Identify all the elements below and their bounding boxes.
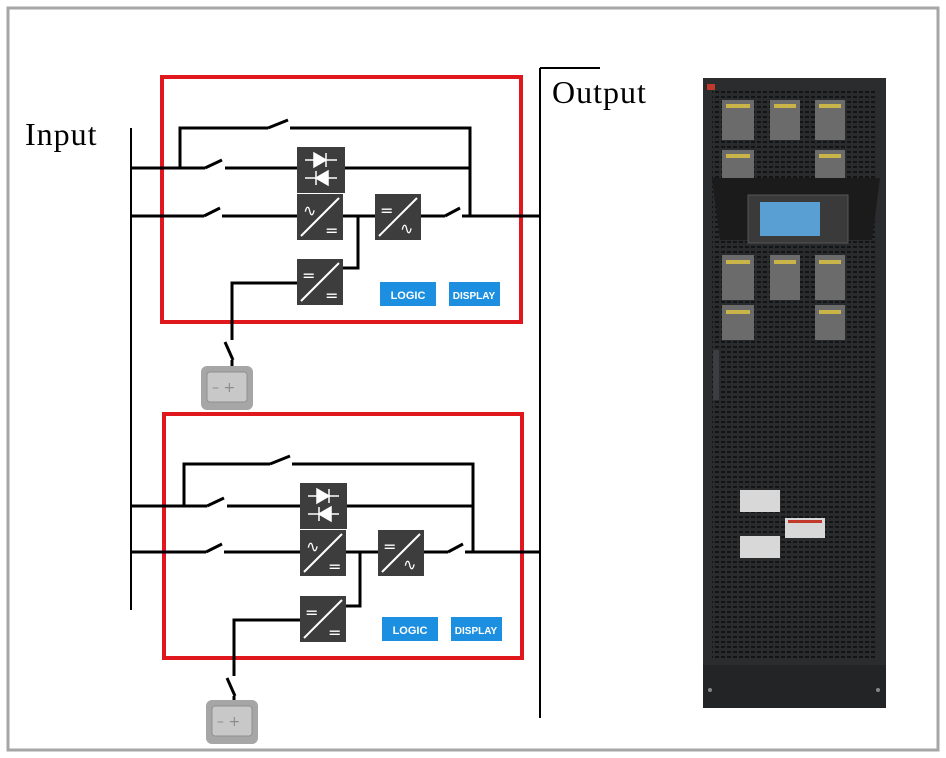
svg-text:=: = — [328, 557, 341, 576]
static-switch-icon — [300, 483, 347, 529]
inverter-icon: = ∿ — [377, 529, 425, 577]
svg-text:=: = — [325, 221, 338, 240]
svg-text:LOGIC: LOGIC — [393, 625, 428, 637]
svg-text:DISPLAY: DISPLAY — [455, 626, 498, 637]
rectifier-icon: ∿ = — [299, 529, 347, 577]
svg-text:LOGIC: LOGIC — [391, 290, 426, 302]
module-border — [160, 75, 523, 324]
svg-text:=: = — [302, 266, 315, 285]
dc-dc-converter-icon: = = — [296, 258, 344, 306]
output-label: Output — [552, 74, 647, 110]
ups-module-1: ∿ = = ∿ = = LOGIC DISPLAY – + — [131, 75, 540, 410]
rectifier-icon: ∿ = — [296, 193, 344, 241]
svg-text:∿: ∿ — [400, 219, 413, 238]
logic-tag: LOGIC — [382, 617, 438, 641]
svg-text:=: = — [383, 537, 396, 556]
svg-text:– +: – + — [212, 380, 235, 396]
svg-text:∿: ∿ — [303, 201, 316, 220]
ups-cabinet — [703, 78, 886, 708]
module-border — [162, 412, 524, 660]
battery-icon: – + — [206, 700, 258, 744]
battery-icon: – + — [201, 366, 253, 410]
dc-dc-converter-icon: = = — [299, 595, 347, 643]
svg-text:∿: ∿ — [306, 537, 319, 556]
brand-logo — [707, 84, 715, 90]
svg-text:– +: – + — [217, 714, 240, 730]
touch-screen — [760, 202, 820, 236]
logic-tag: LOGIC — [380, 282, 436, 306]
svg-text:=: = — [305, 603, 318, 622]
input-label: Input — [25, 116, 98, 152]
inverter-icon: = ∿ — [374, 193, 422, 241]
svg-text:DISPLAY: DISPLAY — [453, 291, 496, 302]
display-tag: DISPLAY — [451, 617, 502, 641]
display-tag: DISPLAY — [449, 282, 500, 306]
static-switch-icon — [297, 147, 345, 193]
svg-text:=: = — [325, 286, 338, 305]
svg-text:∿: ∿ — [403, 555, 416, 574]
ups-module-2: ∿ = = ∿ = = LOGIC DISPLAY – + — [131, 412, 540, 744]
svg-text:=: = — [380, 201, 393, 220]
svg-text:=: = — [328, 623, 341, 642]
